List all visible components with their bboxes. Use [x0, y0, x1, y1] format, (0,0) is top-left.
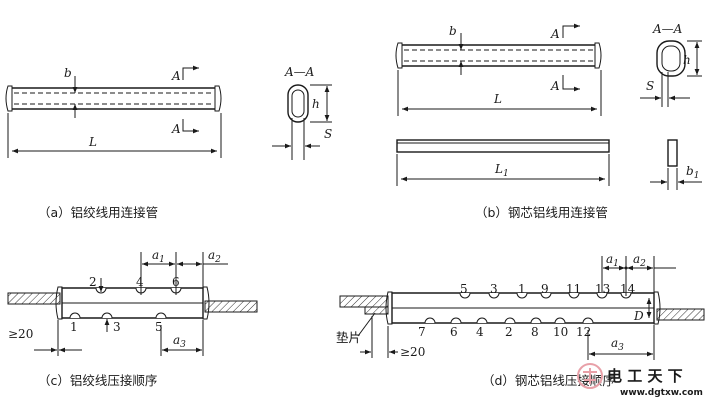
dim-b-b: b: [449, 24, 464, 75]
crimp-order-11: 11: [566, 282, 581, 296]
crimp-order-14: 14: [620, 282, 636, 296]
label-b: b: [64, 66, 72, 80]
watermark: 电 工 天 下 www.dgtxw.com: [577, 363, 703, 398]
steel-sleeve: L1: [396, 139, 610, 186]
label-a-bottom: A: [550, 79, 560, 93]
crimp-order-8: 8: [531, 325, 539, 339]
label-a3: a3: [173, 333, 186, 350]
crimp-notch-bottom: [530, 317, 542, 324]
panel-b: b A A L L1 A—A: [395, 22, 702, 220]
crimp-order-3: 3: [113, 320, 121, 334]
section-view-a: A—A h S: [272, 65, 332, 160]
crimp-notch-bottom: [582, 317, 594, 324]
label-a2: a2: [208, 248, 221, 265]
crimp-order-1: 1: [70, 320, 78, 334]
crimp-order-10: 10: [553, 325, 568, 339]
wire-left: [7, 292, 61, 305]
crimp-notches-d: [424, 292, 632, 324]
watermark-logo-icon: [577, 363, 603, 389]
watermark-url: www.dgtxw.com: [620, 388, 703, 398]
crimp-notch-top: [488, 292, 500, 299]
label-S: S: [646, 79, 654, 93]
crimp-order-4: 4: [476, 325, 484, 339]
steel-core-connector-tube: [395, 42, 602, 69]
crimp-notch-bottom: [554, 317, 566, 324]
caption-a: （a）铝绞线用连接管: [38, 205, 158, 220]
wire-left: [339, 295, 389, 308]
crimp-notch-bottom: [504, 317, 516, 324]
label-D: D: [633, 309, 644, 323]
label-a-top: A: [171, 69, 181, 83]
dim-a1-a2-c: a1 a2: [140, 248, 228, 295]
dim-ge20-d: ≥20 垫片: [336, 312, 425, 359]
dim-a3-c: a3: [160, 320, 204, 356]
watermark-text: 电 工 天 下: [607, 367, 683, 385]
dim-a1-a2-d: a1 a2: [601, 252, 676, 296]
crimp-order-7: 7: [418, 325, 426, 339]
crimp-order-13: 13: [595, 282, 610, 296]
dim-L-a: L: [7, 113, 222, 158]
crimp-notch-bottom: [101, 312, 113, 319]
dim-ge20-c: ≥20: [8, 320, 82, 356]
crimp-order-5: 5: [460, 282, 468, 296]
crimp-order-12: 12: [576, 325, 591, 339]
label-h: h: [683, 53, 691, 67]
wire-right: [204, 300, 258, 313]
section-view-b: A—A h S b1: [640, 22, 702, 190]
wire-right: [656, 308, 705, 321]
dim-b-a: b: [64, 66, 78, 118]
crimp-order-4: 4: [136, 275, 144, 289]
label-ge20: ≥20: [8, 327, 33, 341]
dim-D-d: D: [633, 298, 652, 323]
crimp-order-3: 3: [490, 282, 498, 296]
section-title: A—A: [284, 65, 315, 79]
crimp-notch-top: [540, 292, 552, 299]
crimp-order-6: 6: [450, 325, 458, 339]
crimp-order-2: 2: [89, 275, 97, 289]
crimp-notch-bottom: [450, 317, 462, 324]
label-a3: a3: [611, 336, 624, 353]
crimp-tube-d: [385, 291, 661, 325]
crimp-notch-bottom: [424, 317, 436, 324]
label-a1: a1: [152, 248, 165, 265]
label-b: b: [449, 24, 457, 38]
section-cut-a: A A: [171, 65, 199, 136]
crimp-notch-top: [516, 292, 528, 299]
label-S: S: [324, 127, 332, 141]
section-cut-b: A A: [550, 23, 580, 93]
crimp-notch-bottom: [155, 312, 167, 319]
dim-a3-d: a3: [587, 325, 655, 360]
label-a2: a2: [633, 252, 646, 269]
crimp-notch-top: [596, 292, 608, 299]
crimp-order-2: 2: [505, 325, 513, 339]
crimp-order-5: 5: [155, 320, 163, 334]
label-a-bottom: A: [171, 122, 181, 136]
label-h: h: [312, 97, 320, 111]
dim-L-b: L: [397, 70, 602, 116]
crimp-order-1: 1: [518, 282, 526, 296]
label-L: L: [493, 92, 502, 106]
crimp-order-9: 9: [541, 282, 549, 296]
panel-a: b A A L A—A h S: [5, 65, 332, 220]
panel-c: 2 4 6 1 3 5 a1 a2 a3: [7, 248, 258, 388]
crimp-tube-c: [55, 286, 210, 320]
caption-c: （c）铝绞线压接顺序: [38, 373, 157, 388]
label-a-top: A: [550, 27, 560, 41]
shim: [364, 306, 389, 315]
label-L1: L1: [494, 162, 509, 179]
crimp-notch-top: [459, 292, 471, 299]
crimp-notch-top: [568, 292, 580, 299]
section-title: A—A: [652, 22, 683, 36]
label-shim: 垫片: [336, 330, 361, 345]
caption-b: （b）钢芯铝线用连接管: [475, 205, 608, 220]
label-b1: b1: [686, 164, 699, 181]
label-ge20: ≥20: [400, 345, 425, 359]
aluminum-connector-tube: [5, 85, 222, 112]
crimp-notch-bottom: [476, 317, 488, 324]
label-a1: a1: [606, 252, 619, 269]
crimp-notch-bottom: [69, 312, 81, 319]
label-L: L: [88, 135, 97, 149]
